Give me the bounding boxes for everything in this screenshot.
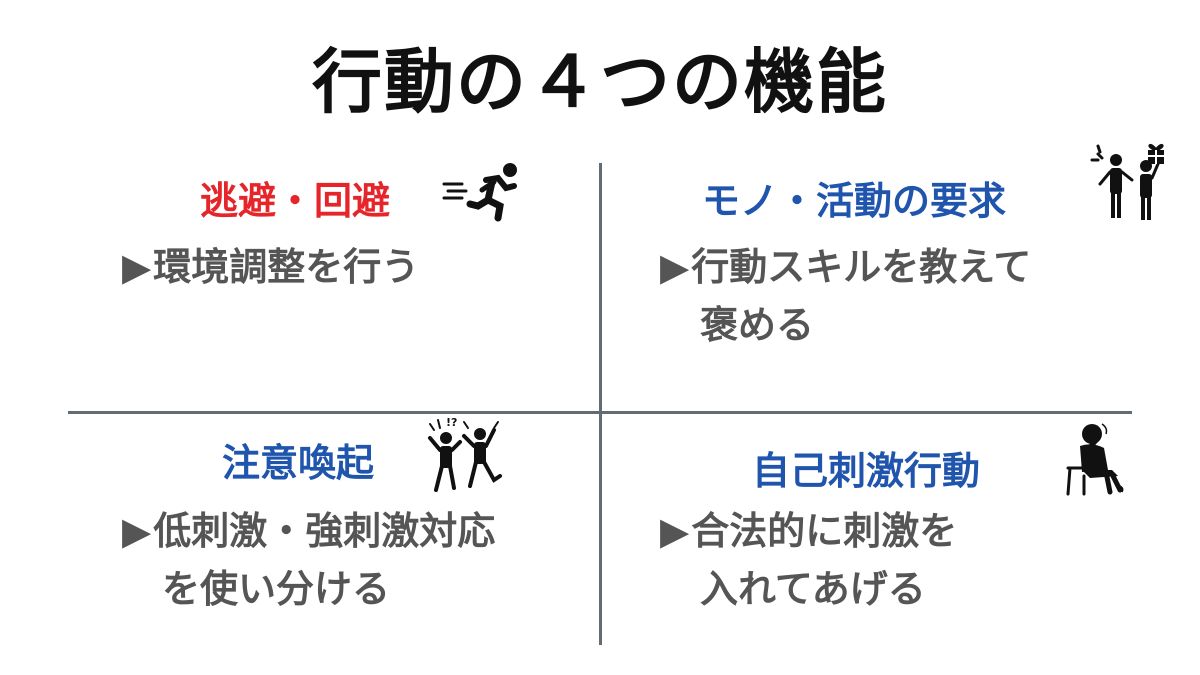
svg-text:!?: !? [446, 416, 457, 429]
body-line: 褒める [700, 303, 815, 347]
body-line: 合法的に刺激を [691, 509, 958, 553]
vertical-divider [599, 163, 602, 645]
body-line: 環境調整を行う [153, 245, 420, 289]
body-line: を使い分ける [162, 567, 391, 611]
running-person-icon [442, 160, 526, 222]
page-title: 行動の４つの機能 [312, 41, 888, 123]
body-line: 低刺激・強刺激対応 [153, 509, 496, 553]
attention-people-icon: !? [424, 414, 506, 496]
sitting-person-icon [1062, 420, 1132, 496]
quadrant-heading-tangible: モノ・活動の要求 [702, 179, 1007, 223]
quadrant-heading-self-stimulation: 自己刺激行動 [752, 449, 981, 493]
quadrant-body-attention: ▶低刺激・強刺激対応 を使い分ける [122, 502, 495, 618]
bullet-arrow: ▶ [122, 245, 152, 289]
quadrant-body-tangible: ▶行動スキルを教えて 褒める [660, 238, 1031, 354]
body-line: 入れてあげる [700, 567, 926, 611]
body-line: 行動スキルを教えて [691, 245, 1032, 289]
bullet-arrow: ▶ [122, 509, 152, 553]
bullet-arrow: ▶ [660, 245, 690, 289]
horizontal-divider [68, 411, 1132, 414]
quadrant-heading-escape: 逃避・回避 [200, 179, 391, 223]
quadrant-body-self-stimulation: ▶合法的に刺激を 入れてあげる [660, 502, 957, 618]
people-with-gift-icon [1090, 140, 1170, 224]
quadrant-heading-attention: 注意喚起 [222, 441, 375, 485]
bullet-arrow: ▶ [660, 509, 690, 553]
quadrant-body-escape: ▶環境調整を行う [122, 238, 419, 296]
